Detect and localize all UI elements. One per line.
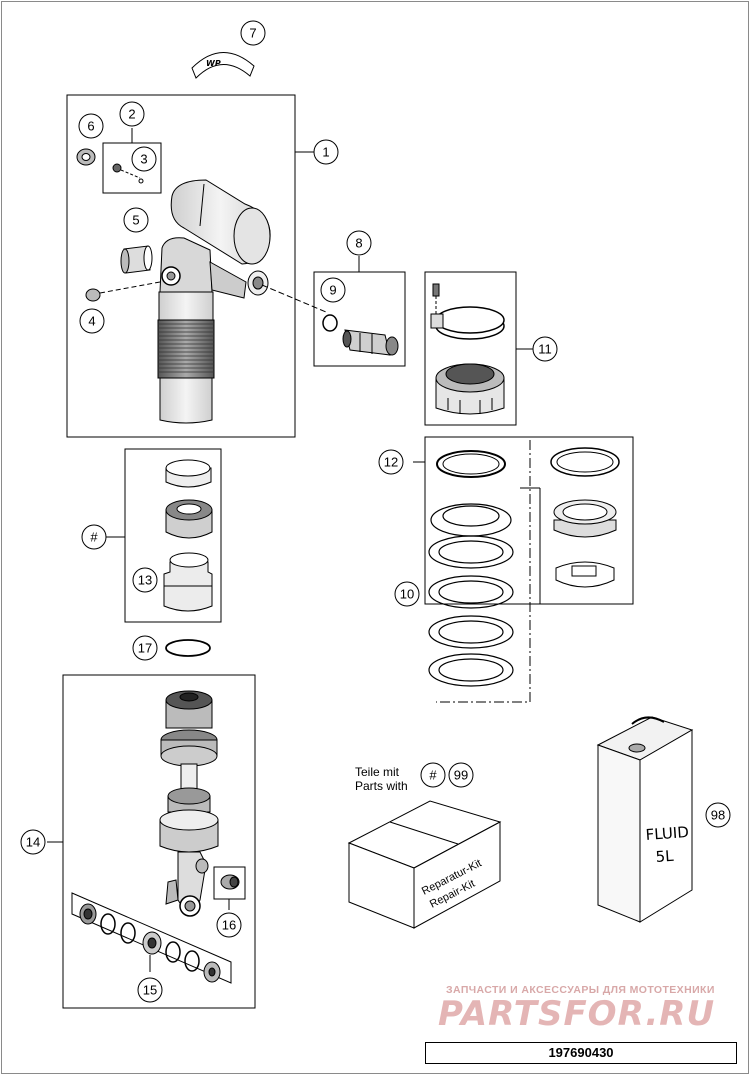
svg-text:#: # (90, 530, 98, 545)
fluid-text-1: FLUID (645, 823, 689, 844)
svg-text:17: 17 (138, 641, 152, 656)
svg-text:10: 10 (400, 587, 414, 602)
box-parts-hash-13 (124, 448, 222, 623)
valve-adjuster (342, 329, 399, 356)
sticker-label: WP (206, 59, 221, 68)
callout-98: 98 (705, 802, 731, 828)
svg-text:13: 13 (138, 573, 152, 588)
svg-text:99: 99 (454, 768, 468, 783)
svg-text:3: 3 (140, 152, 147, 167)
part-6-seal (76, 148, 96, 166)
box-parts-2-3 (102, 128, 162, 194)
part-15-bearing-set (79, 903, 221, 983)
callout-16: 16 (216, 912, 242, 938)
callout-15: 15 (137, 977, 163, 1003)
svg-text:1: 1 (322, 145, 329, 160)
callout-8: 8 (346, 230, 372, 256)
shock-top-mount (159, 237, 269, 299)
piston-rod-assembly (159, 690, 219, 917)
svg-text:98: 98 (711, 808, 725, 823)
part-9-oring (322, 314, 338, 332)
svg-text:#: # (429, 768, 437, 783)
spring-10 (428, 503, 514, 687)
svg-text:2: 2 (128, 107, 135, 122)
callout-11: 11 (532, 336, 558, 362)
callout-2: 2 (119, 101, 145, 127)
seal-head (165, 499, 213, 539)
document-number: 197690430 (425, 1042, 737, 1064)
callout-99: 99 (448, 762, 474, 788)
svg-text:4: 4 (88, 314, 95, 329)
part-13-bump-stop (163, 552, 213, 612)
adjuster-ring-upper (430, 283, 505, 340)
callout-13: 13 (132, 567, 158, 593)
svg-text:9: 9 (329, 283, 336, 298)
callout-6: 6 (78, 113, 104, 139)
callout-17: 17 (132, 635, 158, 661)
fluid-text-2: 5L (655, 847, 675, 866)
svg-text:16: 16 (222, 918, 236, 933)
callout-14: 14 (20, 829, 46, 855)
svg-text:15: 15 (143, 983, 157, 998)
shock-body-coil (157, 291, 215, 424)
sticker-7: WP (191, 52, 255, 79)
svg-text:5: 5 (132, 213, 139, 228)
spring-spacer-right (550, 447, 620, 588)
part-17-circlip (165, 639, 211, 657)
callout-10: 10 (394, 581, 420, 607)
callout-5: 5 (123, 207, 149, 233)
fluid-can-98: FLUID 5L (596, 716, 694, 923)
callout-1: 1 (313, 139, 339, 165)
shock-reservoir (170, 179, 271, 265)
box-bearing-set-15 (71, 892, 232, 984)
part-3-valve (112, 163, 144, 184)
callout-hash-kit: # (420, 762, 446, 788)
box-shock-assembly (66, 94, 296, 438)
svg-text:11: 11 (538, 342, 552, 357)
svg-text:8: 8 (355, 236, 362, 251)
svg-text:6: 6 (87, 119, 94, 134)
callout-7: 7 (240, 20, 266, 46)
callout-3: 3 (131, 146, 157, 172)
adjuster-ring-lower (435, 363, 505, 415)
callout-9: 9 (320, 277, 346, 303)
watermark-tagline: ЗАПЧАСТИ И АКСЕССУАРЫ ДЛЯ МОТОТЕХНИКИ (446, 984, 715, 996)
svg-text:14: 14 (26, 835, 40, 850)
callout-12: 12 (378, 449, 404, 475)
part-16-bearing (220, 874, 240, 890)
part-4-bolt (85, 281, 161, 302)
kit-note-line1: Teile mit (355, 765, 400, 779)
spring-seat-12 (436, 450, 506, 478)
part-5-bushing (120, 245, 153, 274)
kit-note-line2: Parts with (355, 779, 408, 793)
callout-hash: # (81, 524, 107, 550)
repair-kit-box: Reparatur-Kit Repair-Kit (347, 800, 502, 929)
box-piston-rod-14 (62, 674, 256, 1009)
watermark-brand: PARTSFOR.RU (438, 994, 716, 1034)
callout-4: 4 (79, 308, 105, 334)
box-spring-parts-12 (424, 436, 634, 605)
svg-text:12: 12 (384, 455, 398, 470)
svg-text:7: 7 (249, 26, 256, 41)
seal-ring-top (165, 459, 212, 488)
